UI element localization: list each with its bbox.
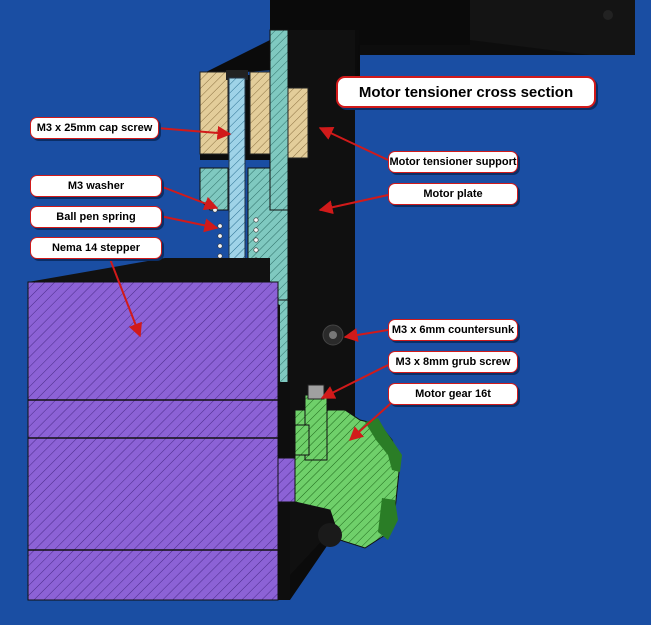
label-cap-screw: M3 x 25mm cap screw	[30, 117, 159, 139]
callout-arrows	[109, 125, 401, 441]
label-motor-plate: Motor plate	[388, 183, 518, 205]
label-stepper: Nema 14 stepper	[30, 237, 162, 259]
lower-idler	[318, 523, 342, 547]
label-spring: Ball pen spring	[30, 206, 162, 228]
label-tensioner-support: Motor tensioner support	[388, 151, 518, 173]
countersunk-screw	[322, 324, 344, 346]
label-motor-gear: Motor gear 16t	[388, 383, 518, 405]
tensioner-support-section	[199, 71, 309, 159]
motor-gear-section	[294, 384, 402, 549]
diagram-title: Motor tensioner cross section	[336, 76, 596, 108]
stepper-motor-section	[27, 258, 290, 601]
label-grub-screw: M3 x 8mm grub screw	[388, 351, 518, 373]
label-countersunk: M3 x 6mm countersunk	[388, 319, 518, 341]
label-washer: M3 washer	[30, 175, 162, 197]
